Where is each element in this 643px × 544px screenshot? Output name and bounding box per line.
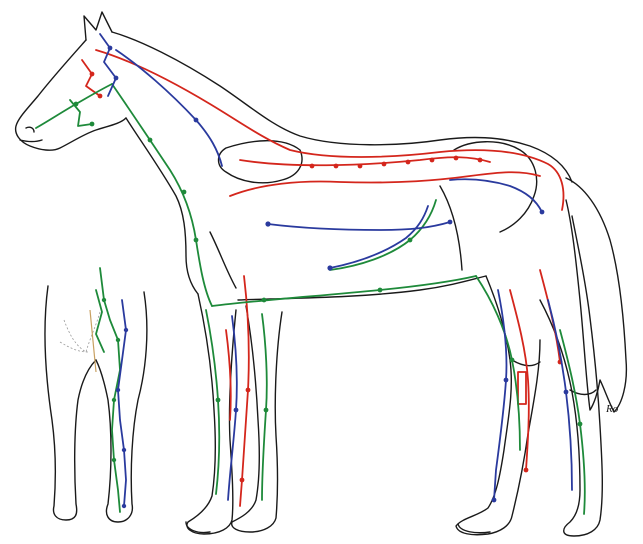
blue-acupoints — [108, 46, 569, 503]
red-meridian-hindleg-2 — [540, 270, 560, 362]
front-leg-right-outline — [96, 292, 147, 522]
green-meridian-flank — [330, 200, 436, 270]
red-meridian-foreleg-2 — [226, 330, 231, 420]
front-leg-sketch-lines — [64, 312, 100, 352]
blue-meridian-neck — [116, 50, 222, 166]
horse-side-outline — [16, 12, 627, 536]
horse-elbow-line — [210, 232, 236, 288]
green-meridian-fore-far — [262, 314, 267, 500]
front-view-leg-sketch — [45, 268, 147, 522]
red-acupoints — [90, 72, 563, 483]
red-meridian-hock-box — [518, 372, 526, 404]
front-leg-left-outline — [45, 286, 96, 520]
horse-head-outline — [16, 40, 126, 150]
green-meridian-neck — [112, 84, 212, 306]
green-meridian-cheek — [70, 100, 92, 126]
red-meridian-bladder-line — [240, 157, 490, 165]
red-meridian-head — [82, 60, 100, 96]
blue-meridian-hind-far — [548, 300, 572, 490]
horse-far-foreleg — [232, 306, 282, 532]
blue-meridian-group — [100, 34, 572, 502]
red-meridian-back — [96, 50, 563, 210]
red-meridian-group — [82, 50, 563, 506]
horse-topline — [112, 32, 572, 182]
horse-hoof-3 — [458, 524, 490, 533]
artist-signature: Ro — [605, 403, 619, 415]
horse-stifle-line — [440, 186, 462, 270]
green-meridian-group — [36, 84, 585, 514]
green-meridian-belly — [212, 276, 476, 306]
horse-ears — [84, 12, 112, 40]
red-meridian-flank — [230, 172, 540, 196]
horse-nostril — [26, 127, 34, 132]
horse-mouth — [20, 140, 42, 142]
horse-belly — [238, 276, 486, 300]
horse-hoof-1 — [186, 522, 210, 533]
